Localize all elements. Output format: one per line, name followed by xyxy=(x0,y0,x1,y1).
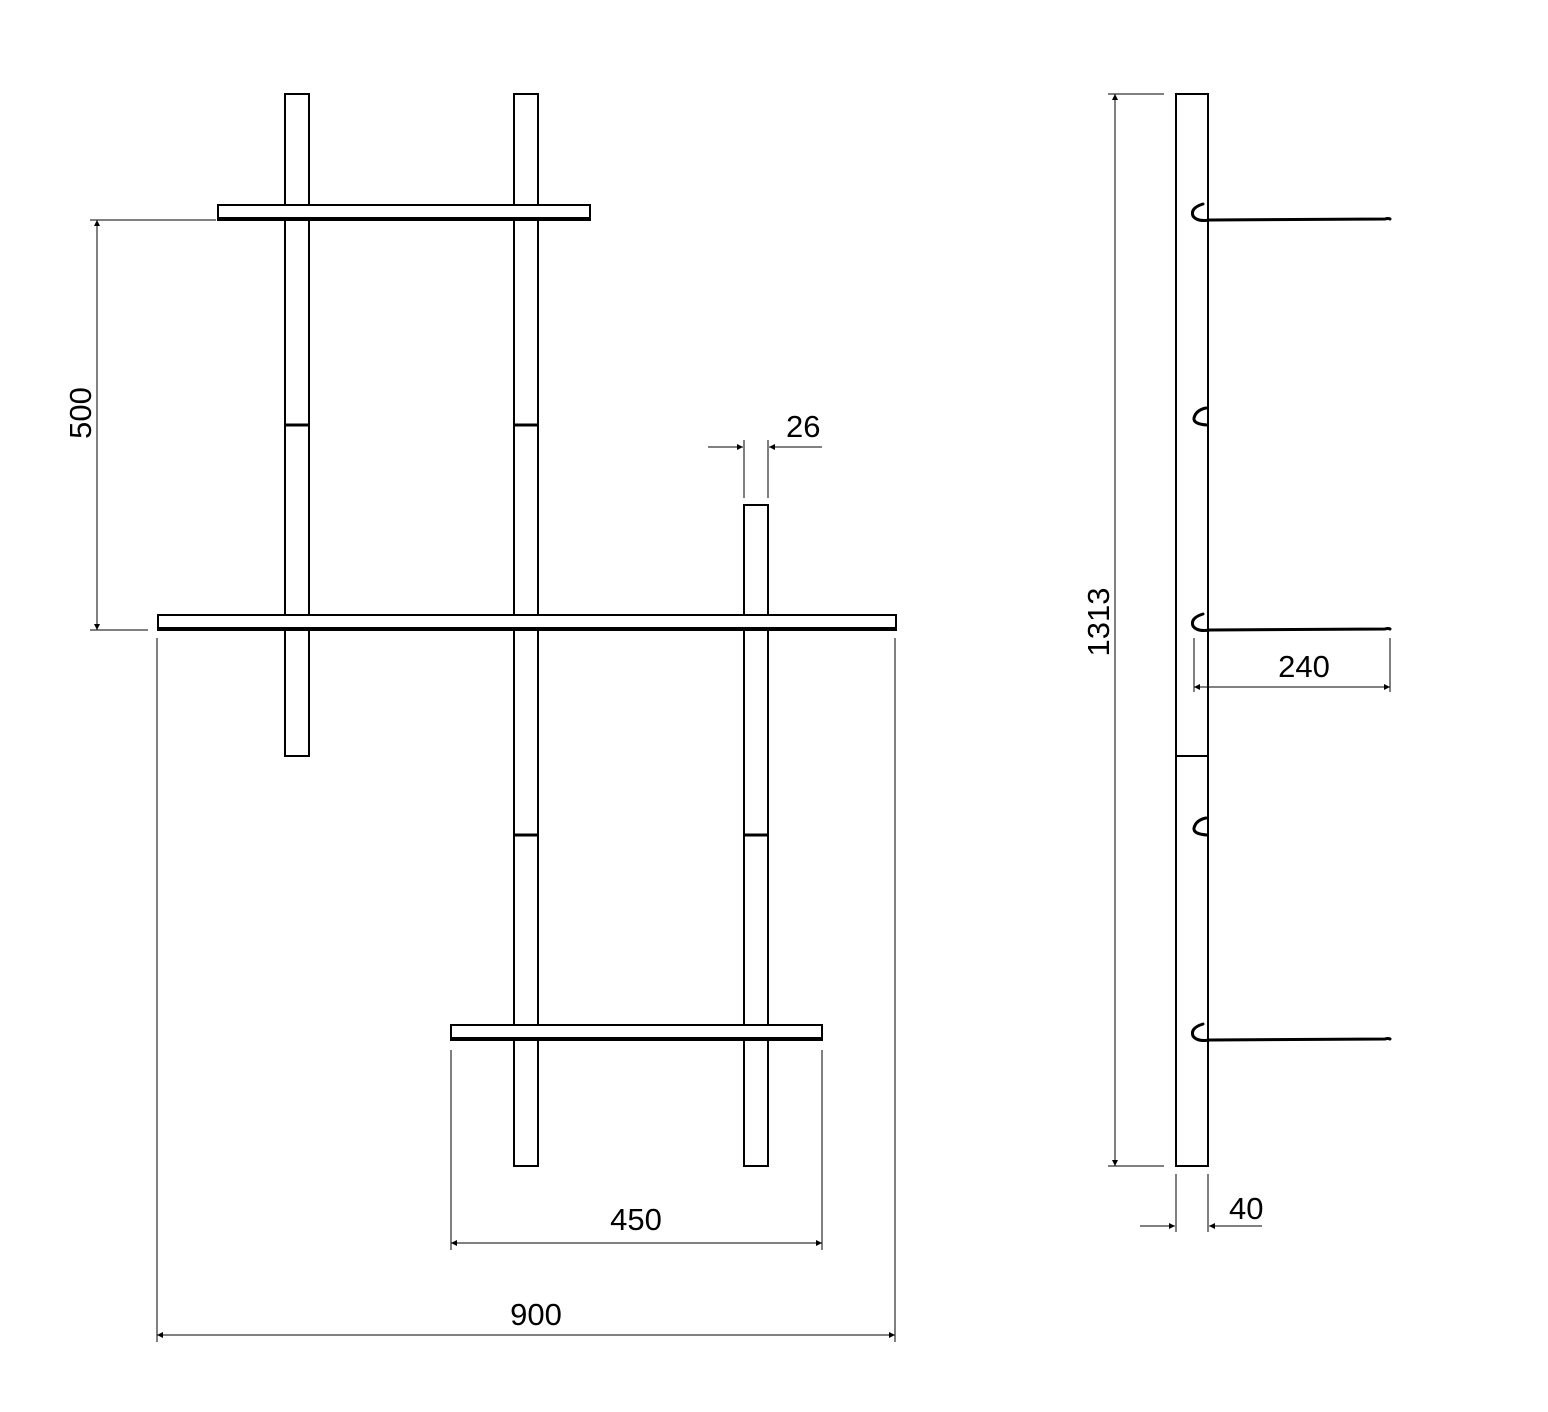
shelf-bracket-top xyxy=(1191,202,1392,222)
post-depth-label: 40 xyxy=(1229,1191,1263,1226)
overall-width-label: 900 xyxy=(510,1297,562,1332)
dimension-shelf-depth: 240 xyxy=(1193,638,1391,692)
hook-lower xyxy=(1192,816,1209,837)
dimension-post-depth: 40 xyxy=(1140,1174,1263,1232)
dimension-post-width: 26 xyxy=(708,409,822,498)
shelf-bracket-middle xyxy=(1191,612,1392,632)
shelf-depth-label: 240 xyxy=(1278,649,1330,684)
dimension-overall-height: 1313 xyxy=(1081,93,1164,1167)
front-view: 500 26 450 900 xyxy=(63,93,897,1342)
side-view: 1313 240 40 xyxy=(1081,93,1392,1232)
shelf-bracket-bottom xyxy=(1191,1022,1392,1042)
dimension-shelf-spacing: 500 xyxy=(63,219,216,631)
lower-shelf-width-label: 450 xyxy=(610,1202,662,1237)
side-shelves xyxy=(1191,202,1392,1042)
hook-upper xyxy=(1192,406,1209,427)
shelf-spacing-label: 500 xyxy=(63,387,98,439)
shelves xyxy=(157,204,897,1041)
overall-height-label: 1313 xyxy=(1081,588,1116,657)
post-width-label: 26 xyxy=(786,409,820,444)
dimension-overall-width: 900 xyxy=(156,638,896,1342)
dimension-lower-shelf-width: 450 xyxy=(450,1050,823,1250)
